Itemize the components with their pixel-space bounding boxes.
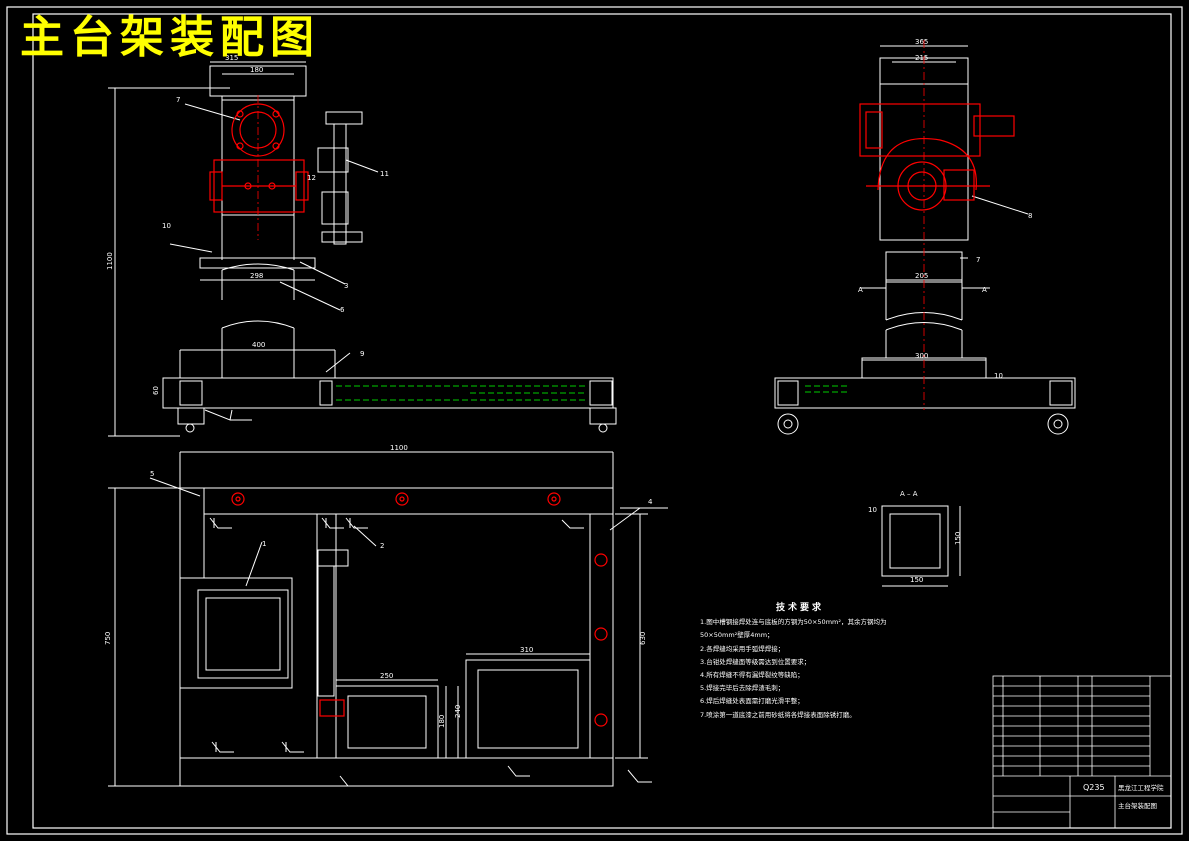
section-a-right: A bbox=[982, 286, 987, 294]
tech-item: 5.焊接完毕后去除焊渣毛刺； bbox=[700, 684, 785, 693]
callout-7: 7 bbox=[176, 96, 180, 104]
dim-310: 310 bbox=[520, 646, 533, 654]
tech-requirements: 技术要求 1.图中槽钢接焊处连与底板的方钢为50×50mm²，其余方钢均为 50… bbox=[700, 602, 970, 722]
tech-item: 3.台钳处焊缝面等级需达到位置要求； bbox=[700, 657, 811, 666]
callout-10: 10 bbox=[162, 222, 171, 230]
callout-8: 8 bbox=[1028, 212, 1032, 220]
dim-750: 750 bbox=[104, 632, 112, 645]
dim-205: 205 bbox=[915, 272, 928, 280]
dim-630: 630 bbox=[639, 632, 647, 645]
section-a-a bbox=[881, 505, 961, 587]
dim-10: 10 bbox=[994, 372, 1003, 380]
dim-400: 400 bbox=[252, 341, 265, 349]
section-h150: 150 bbox=[954, 532, 962, 545]
dim-180: 180 bbox=[250, 66, 263, 74]
tech-item: 7.喷涂第一道底漆之前用砂纸将各焊接表面除锈打磨。 bbox=[700, 710, 856, 719]
section-t10: 10 bbox=[868, 506, 877, 514]
dim-60: 60 bbox=[152, 386, 160, 395]
callout-7-side: 7 bbox=[976, 256, 980, 264]
dim-298: 298 bbox=[250, 272, 263, 280]
callout-3: 3 bbox=[344, 282, 348, 290]
tech-requirements-title: 技术要求 bbox=[775, 603, 824, 613]
front-hidden-lines bbox=[336, 385, 585, 401]
dim-365: 365 bbox=[915, 38, 928, 46]
top-view bbox=[108, 451, 668, 787]
top-view-holes bbox=[231, 492, 608, 727]
section-a-left: A bbox=[858, 286, 863, 294]
callout-5: 5 bbox=[150, 470, 154, 478]
dim-240: 240 bbox=[454, 705, 462, 718]
title-block-material: Q235 bbox=[1083, 783, 1105, 792]
inner-border bbox=[32, 13, 1172, 829]
callout-11: 11 bbox=[380, 170, 389, 178]
title-block bbox=[992, 675, 1172, 829]
callout-9: 9 bbox=[360, 350, 364, 358]
dim-215: 215 bbox=[915, 54, 928, 62]
section-w150: 150 bbox=[910, 576, 923, 584]
side-gear-unit bbox=[859, 103, 1015, 211]
dim-180: 180 bbox=[438, 715, 446, 728]
callout-2: 2 bbox=[380, 542, 384, 550]
dim-315: 315 bbox=[225, 54, 238, 62]
dim-300: 300 bbox=[915, 352, 928, 360]
callout-4: 4 bbox=[648, 498, 653, 506]
tech-item: 1.图中槽钢接焊处连与底板的方钢为50×50mm²，其余方钢均为 bbox=[700, 618, 887, 627]
dim-1100-v: 1100 bbox=[106, 252, 114, 270]
callout-1: 1 bbox=[262, 540, 266, 548]
section-label: A – A bbox=[900, 490, 918, 498]
tech-item: 6.焊后焊缝处表面需打磨光滑平整； bbox=[700, 697, 804, 706]
title-block-part-name: 主台架装配图 bbox=[1118, 801, 1157, 810]
tech-item: 50×50mm²壁厚4mm； bbox=[700, 631, 774, 640]
callout-6: 6 bbox=[340, 306, 345, 314]
dim-1100-h: 1100 bbox=[390, 444, 408, 452]
dim-250: 250 bbox=[380, 672, 393, 680]
top-weld-symbols bbox=[209, 517, 652, 787]
drawing-title: 主台架装配图 bbox=[20, 12, 320, 63]
dim-12: 12 bbox=[307, 174, 316, 182]
side-hidden-lines bbox=[805, 385, 848, 393]
title-block-school: 黑龙江工程学院 bbox=[1118, 783, 1164, 792]
tech-item: 2.各焊缝均采用手弧焊焊接； bbox=[700, 644, 785, 653]
tech-item: 4.所有焊缝不得有漏焊裂纹等缺陷； bbox=[700, 671, 804, 680]
outer-border bbox=[6, 6, 1183, 835]
